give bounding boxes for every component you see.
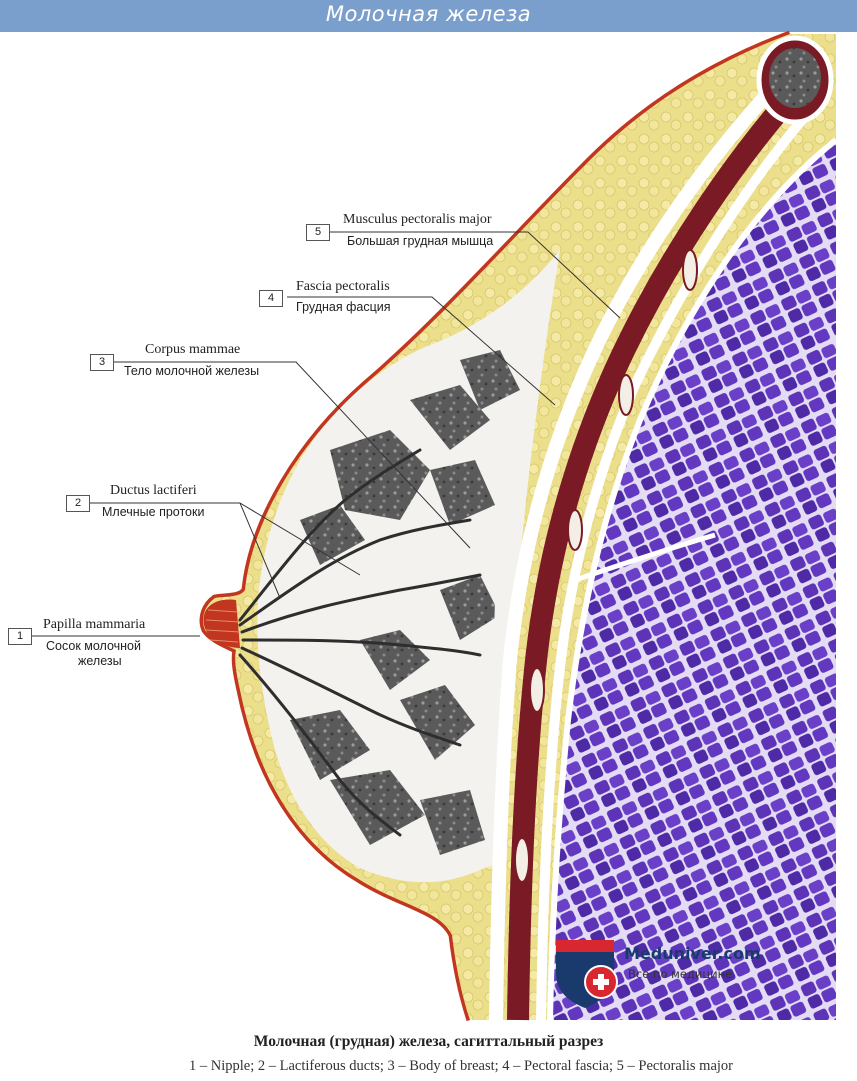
leader-lines [32,231,621,637]
label-2-number: 2 [66,495,90,512]
label-5-russian: Большая грудная мышца [347,234,494,248]
page-title: Молочная железа [325,2,532,26]
label-1-russian: Сосок молочной [46,639,141,653]
label-3-number: 3 [90,354,114,371]
gland-lobules [290,350,520,855]
label-5-latin: Musculus pectoralis major [343,212,492,227]
watermark-tagline: Все по медицине [628,967,733,981]
label-4-number: 4 [259,290,283,307]
label-3-russian: Тело молочной железы [124,364,260,378]
label-4-russian: Грудная фасция [296,300,391,314]
header-bar: Молочная железа [0,0,857,32]
label-4-latin: Fascia pectoralis [296,279,390,294]
label-2-latin: Ductus lactiferi [110,483,197,498]
watermark-site: Meduniver.com [624,944,761,963]
label-1-russian-line2: железы [78,654,122,668]
caption-legend: 1 – Nipple; 2 – Lactiferous ducts; 3 – B… [188,1058,734,1074]
caption-title: Молочная (грудная) железа, сагиттальный … [253,1033,604,1050]
label-1-number: 1 [8,628,32,645]
label-5-number: 5 [306,224,330,241]
label-3-latin: Corpus mammae [145,342,241,357]
watermark-logo [556,940,618,1008]
label-2-russian: Млечные протоки [102,505,205,519]
pectoralis-major-band [507,62,824,1021]
pectoral-fascia [489,55,805,1021]
label-1-latin: Papilla mammaria [43,617,146,632]
lactiferous-ducts [238,448,482,837]
